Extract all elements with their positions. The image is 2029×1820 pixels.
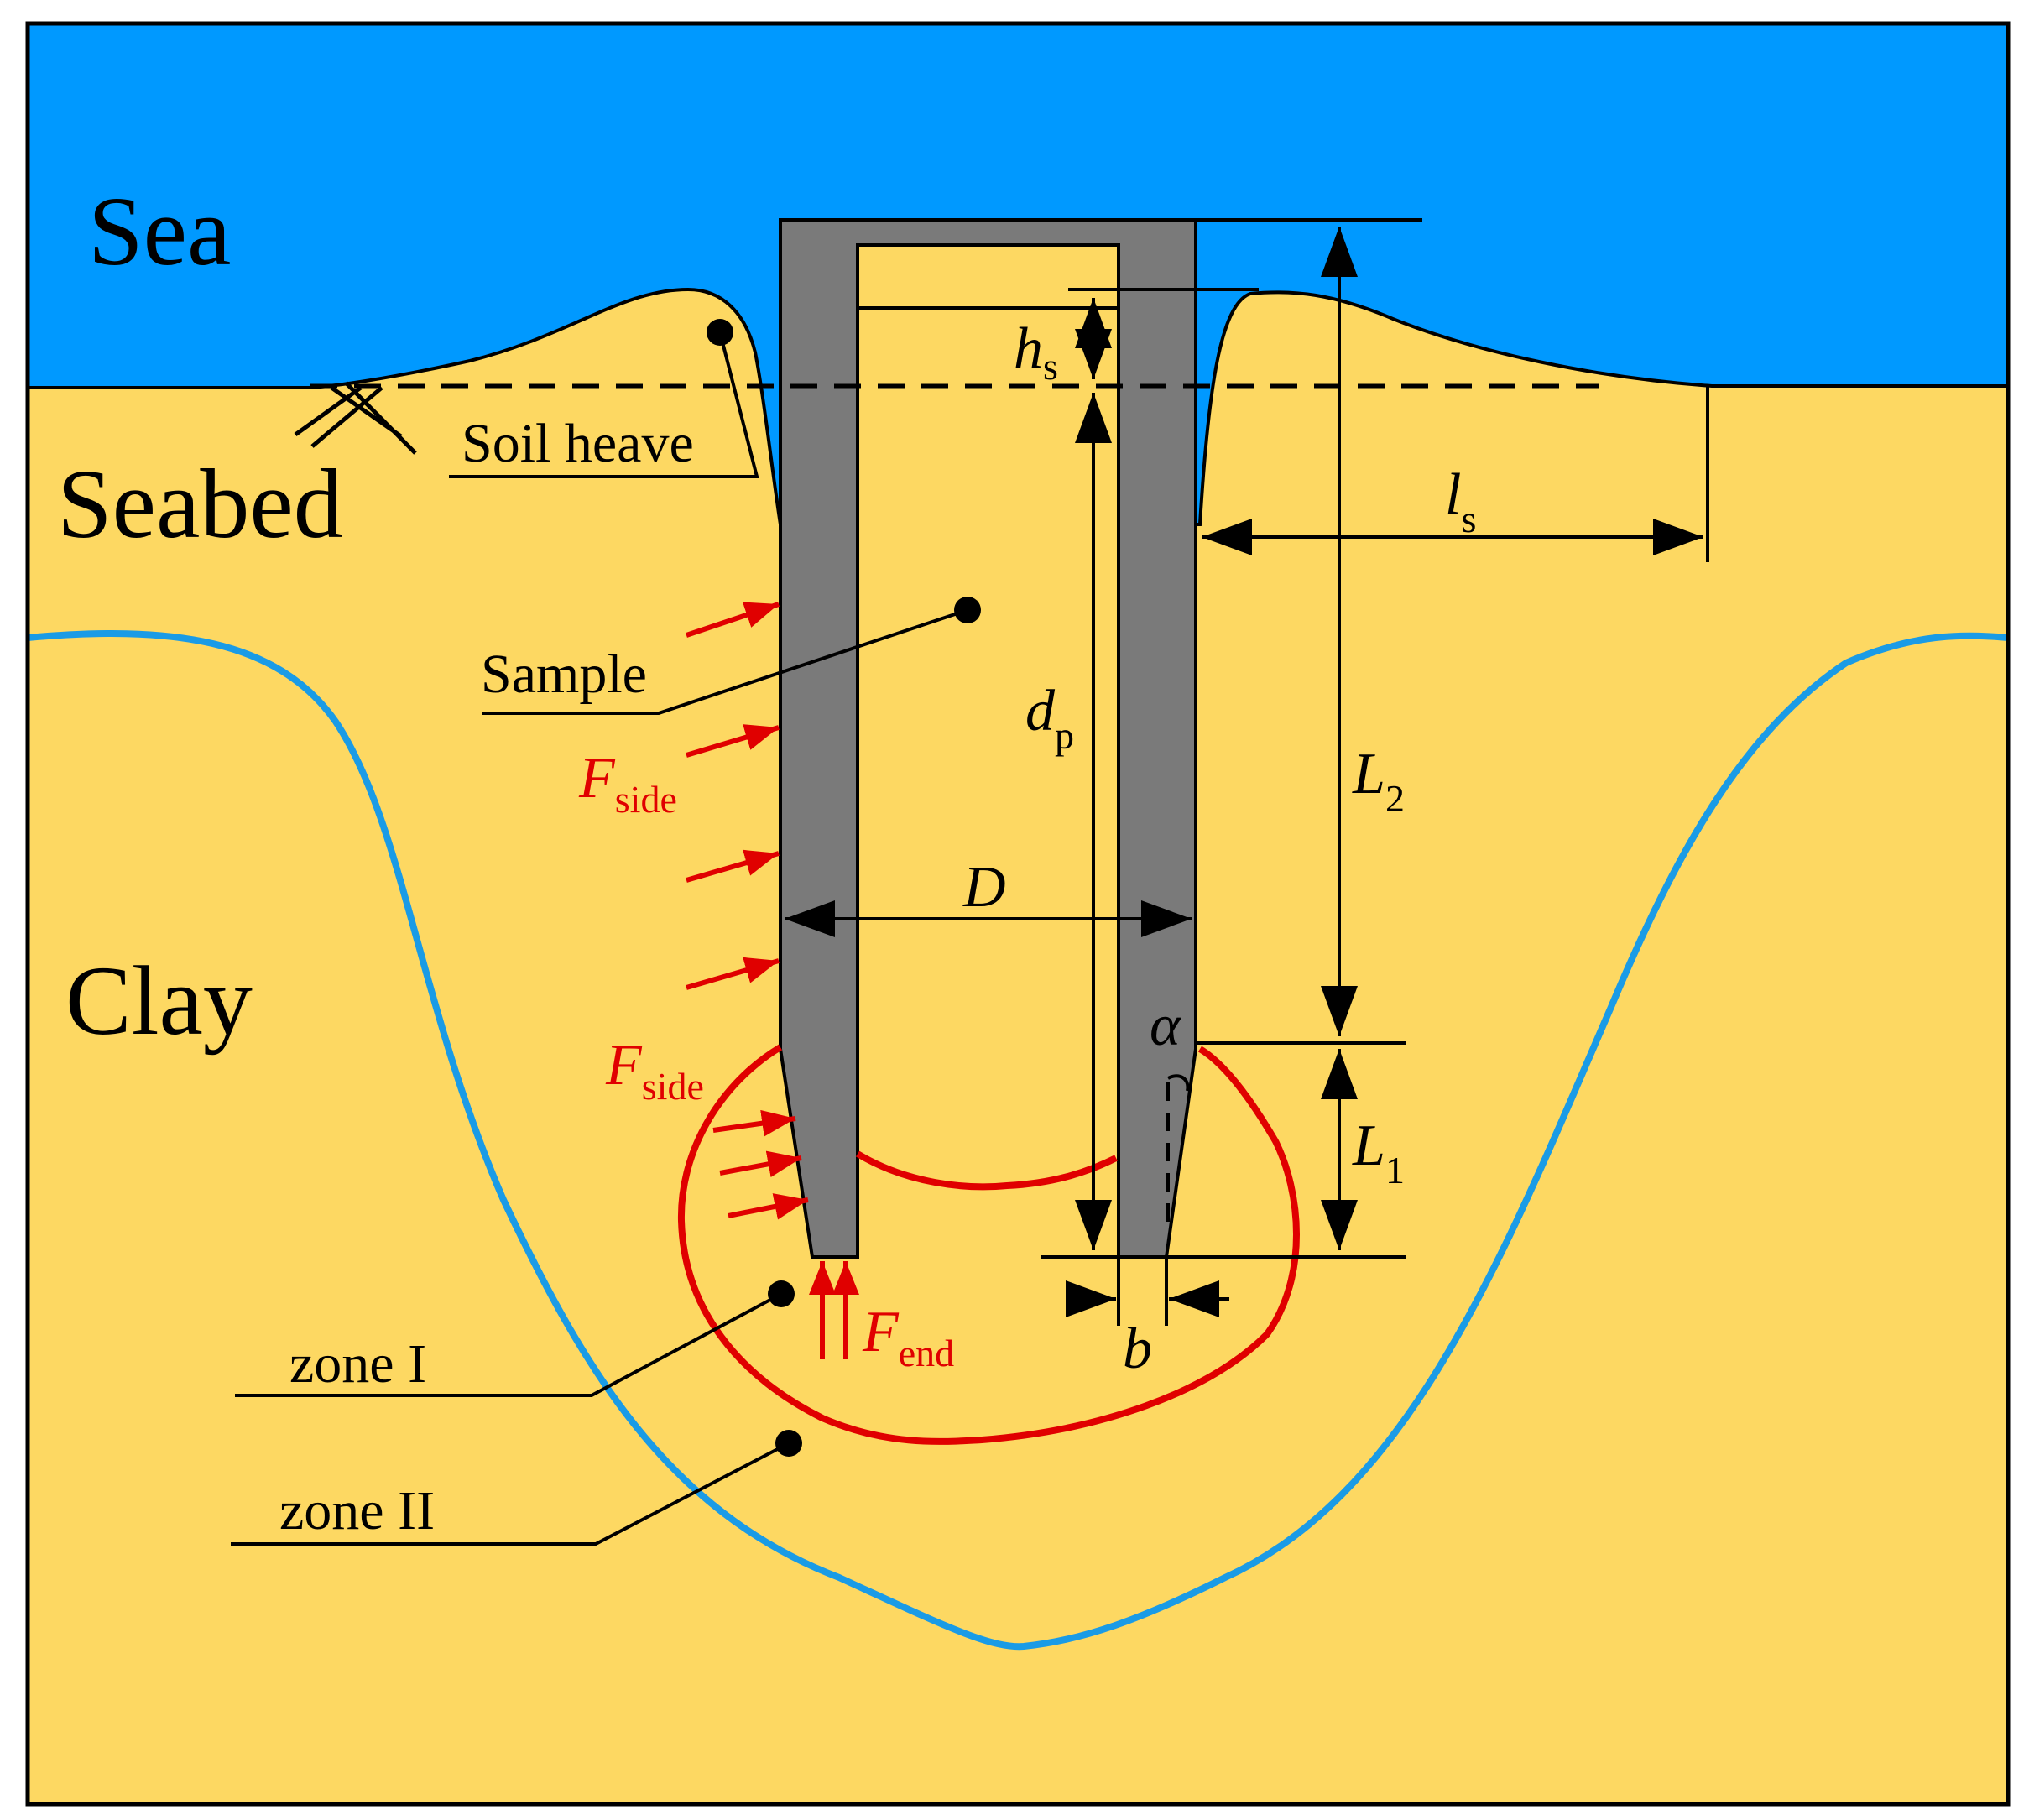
side-force-arrow [686, 957, 780, 990]
dp-sub: p [1055, 714, 1074, 757]
L1-symbol: L1 [1352, 1113, 1405, 1192]
D-symbol: D [962, 855, 1006, 920]
ls-main: l [1445, 462, 1461, 527]
zone-1-label: zone I [289, 1333, 426, 1395]
f-side-label-2: Fside [605, 1033, 704, 1108]
alpha-symbol: α [1150, 993, 1181, 1058]
f-end-main: F [862, 1300, 900, 1364]
L2-sub: 2 [1385, 777, 1405, 820]
f-side-2-sub: side [642, 1065, 704, 1108]
sea-label: Sea [88, 176, 231, 286]
side-force-arrow [686, 724, 780, 758]
f-side-1-sub: side [615, 778, 677, 821]
soil-heave-leader [449, 331, 759, 478]
sample-label: Sample [481, 644, 647, 705]
f-end-sub: end [899, 1332, 954, 1374]
zone-2-leader [231, 1442, 790, 1546]
b-symbol: b [1123, 1317, 1152, 1381]
L1-main: L [1352, 1113, 1385, 1178]
zone-2-label: zone II [279, 1480, 435, 1541]
end-force-arrows [809, 1261, 859, 1359]
L1-sub: 1 [1385, 1149, 1405, 1192]
side-force-arrow [686, 602, 780, 638]
f-side-label-1: Fside [578, 746, 677, 821]
sampler-pipe [779, 218, 1197, 1259]
ls-symbol: ls [1445, 462, 1476, 540]
seabed-hatch-icon [294, 381, 417, 455]
side-force-arrow [728, 1193, 809, 1220]
frame [25, 21, 2011, 1807]
dp-main: d [1025, 679, 1056, 743]
zone-1-boundary [677, 1044, 1300, 1445]
seabed-label: Seabed [57, 449, 343, 559]
dp-symbol: dp [1025, 679, 1074, 757]
side-force-arrow [719, 1150, 802, 1178]
soil-heave-label: Soil heave [462, 413, 694, 474]
L2-main: L [1352, 742, 1385, 806]
hs-sub: s [1043, 345, 1058, 388]
alpha-angle-arc [1167, 1074, 1190, 1092]
f-end-label: Fend [862, 1300, 954, 1374]
side-force-arrow [712, 1109, 796, 1137]
f-side-2-main: F [605, 1033, 643, 1098]
zone-1-leader [235, 1292, 782, 1397]
clay-label: Clay [65, 946, 253, 1056]
L2-symbol: L2 [1352, 742, 1405, 820]
sample-leader [482, 608, 968, 715]
ls-sub: s [1461, 498, 1476, 540]
f-side-1-main: F [578, 746, 616, 811]
side-force-arrows [686, 602, 809, 1220]
clay-boundary [27, 630, 2009, 1651]
hs-symbol: hs [1014, 316, 1058, 388]
hs-main: h [1014, 316, 1043, 381]
side-force-arrow [686, 849, 780, 883]
